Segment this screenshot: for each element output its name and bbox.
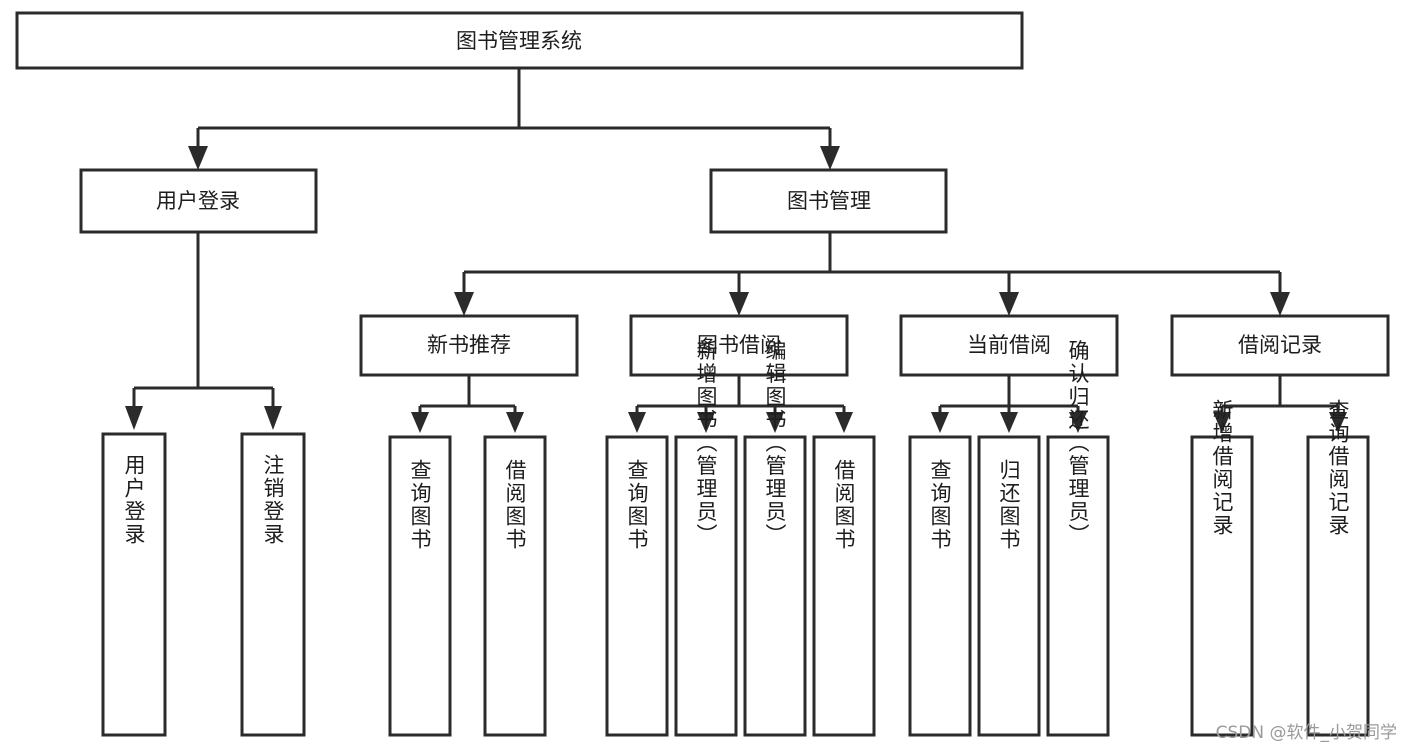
arrow-head-leaf-user-login xyxy=(125,406,143,430)
arrow-head-leaf-confirm-return xyxy=(1069,412,1087,433)
node-leaf-user-login[interactable]: 用户登录 xyxy=(101,432,167,737)
node-borrow-record[interactable]: 借阅记录 xyxy=(1170,314,1390,377)
arrow-head-leaf-borrow-book-1 xyxy=(506,412,524,433)
node-box-leaf-borrow-book-1[interactable] xyxy=(483,435,547,737)
node-label-leaf-query-record: 查询借阅记录 xyxy=(1326,399,1350,537)
node-leaf-confirm-return[interactable]: 确认归还（管理员） xyxy=(1046,340,1110,737)
node-label-leaf-add-book: 新增图书（管理员） xyxy=(694,340,718,547)
node-label-leaf-borrow-book-1: 借阅图书 xyxy=(503,459,527,551)
node-box-user-login[interactable] xyxy=(79,168,318,234)
node-box-leaf-query-book-2[interactable] xyxy=(605,435,669,737)
node-label-current-borrow: 当前借阅 xyxy=(967,333,1051,357)
node-leaf-query-book-2[interactable]: 查询图书 xyxy=(605,435,669,737)
node-box-new-book-rec[interactable] xyxy=(359,314,579,377)
arrow-head-leaf-query-book-1 xyxy=(411,412,429,433)
node-box-borrow-record[interactable] xyxy=(1170,314,1390,377)
node-label-book-manage: 图书管理 xyxy=(787,189,871,213)
arrow-head-leaf-borrow-book-2 xyxy=(835,412,853,433)
node-leaf-edit-book[interactable]: 编辑图书（管理员） xyxy=(743,340,807,737)
node-root[interactable]: 图书管理系统 xyxy=(15,11,1024,70)
arrow-head-leaf-add-record xyxy=(1213,412,1231,433)
node-label-leaf-confirm-return: 确认归还（管理员） xyxy=(1066,340,1090,547)
arrow-head-leaf-logout-login xyxy=(264,406,282,430)
arrow-head-book-borrow xyxy=(729,292,749,316)
node-leaf-borrow-book-1[interactable]: 借阅图书 xyxy=(483,435,547,737)
node-current-borrow[interactable]: 当前借阅 xyxy=(899,314,1119,377)
node-box-leaf-edit-book[interactable] xyxy=(743,435,807,737)
node-leaf-borrow-book-2[interactable]: 借阅图书 xyxy=(812,435,876,737)
arrow-head-user-login xyxy=(188,146,208,170)
node-leaf-return-book[interactable]: 归还图书 xyxy=(977,435,1041,737)
node-box-leaf-return-book[interactable] xyxy=(977,435,1041,737)
node-box-leaf-add-book[interactable] xyxy=(674,435,738,737)
arrow-head-leaf-query-record xyxy=(1329,412,1347,433)
node-book-manage[interactable]: 图书管理 xyxy=(709,168,948,234)
node-label-leaf-borrow-book-2: 借阅图书 xyxy=(832,459,856,551)
arrow-head-leaf-query-book-3 xyxy=(931,412,949,433)
arrow-head-leaf-edit-book xyxy=(766,412,784,433)
node-leaf-query-book-3[interactable]: 查询图书 xyxy=(908,435,972,737)
node-user-login[interactable]: 用户登录 xyxy=(79,168,318,234)
node-book-borrow[interactable]: 图书借阅 xyxy=(629,314,849,377)
arrow-head-new-book-rec xyxy=(454,292,474,316)
arrow-head-leaf-return-book xyxy=(1000,412,1018,433)
node-label-borrow-record: 借阅记录 xyxy=(1238,333,1322,357)
node-label-leaf-query-book-2: 查询图书 xyxy=(625,459,649,551)
node-label-leaf-edit-book: 编辑图书（管理员） xyxy=(763,340,787,547)
node-box-leaf-logout-login[interactable] xyxy=(240,432,306,737)
node-box-leaf-borrow-book-2[interactable] xyxy=(812,435,876,737)
node-label-leaf-return-book: 归还图书 xyxy=(997,459,1021,551)
node-box-leaf-query-book-3[interactable] xyxy=(908,435,972,737)
arrow-head-current-borrow xyxy=(999,292,1019,316)
node-leaf-query-book-1[interactable]: 查询图书 xyxy=(388,435,452,737)
node-label-leaf-logout-login: 注销登录 xyxy=(261,454,285,546)
node-label-leaf-query-book-1: 查询图书 xyxy=(408,459,432,551)
node-label-leaf-add-record: 新增借阅记录 xyxy=(1210,399,1234,537)
node-box-book-borrow[interactable] xyxy=(629,314,849,377)
node-box-leaf-query-book-1[interactable] xyxy=(388,435,452,737)
node-box-leaf-add-record[interactable] xyxy=(1190,435,1254,737)
node-box-leaf-query-record[interactable] xyxy=(1306,435,1370,737)
arrow-head-leaf-add-book xyxy=(697,412,715,433)
node-box-book-manage[interactable] xyxy=(709,168,948,234)
node-leaf-query-record[interactable]: 查询借阅记录 xyxy=(1306,399,1370,737)
node-leaf-logout-login[interactable]: 注销登录 xyxy=(240,432,306,737)
node-label-leaf-user-login: 用户登录 xyxy=(122,454,146,546)
arrow-head-leaf-query-book-2 xyxy=(628,412,646,433)
node-box-current-borrow[interactable] xyxy=(899,314,1119,377)
arrow-head-book-manage xyxy=(820,146,840,170)
node-new-book-rec[interactable]: 新书推荐 xyxy=(359,314,579,377)
node-box-leaf-user-login[interactable] xyxy=(101,432,167,737)
node-box-root[interactable] xyxy=(15,11,1024,70)
node-label-user-login: 用户登录 xyxy=(156,189,240,213)
node-label-leaf-query-book-3: 查询图书 xyxy=(928,459,952,551)
node-label-new-book-rec: 新书推荐 xyxy=(427,333,511,357)
connector-layer xyxy=(125,68,1347,433)
arrow-head-borrow-record xyxy=(1270,292,1290,316)
node-box-leaf-confirm-return[interactable] xyxy=(1046,435,1110,737)
node-label-root: 图书管理系统 xyxy=(456,29,582,53)
node-label-book-borrow: 图书借阅 xyxy=(697,333,781,357)
node-leaf-add-record[interactable]: 新增借阅记录 xyxy=(1190,399,1254,737)
node-leaf-add-book[interactable]: 新增图书（管理员） xyxy=(674,340,738,737)
